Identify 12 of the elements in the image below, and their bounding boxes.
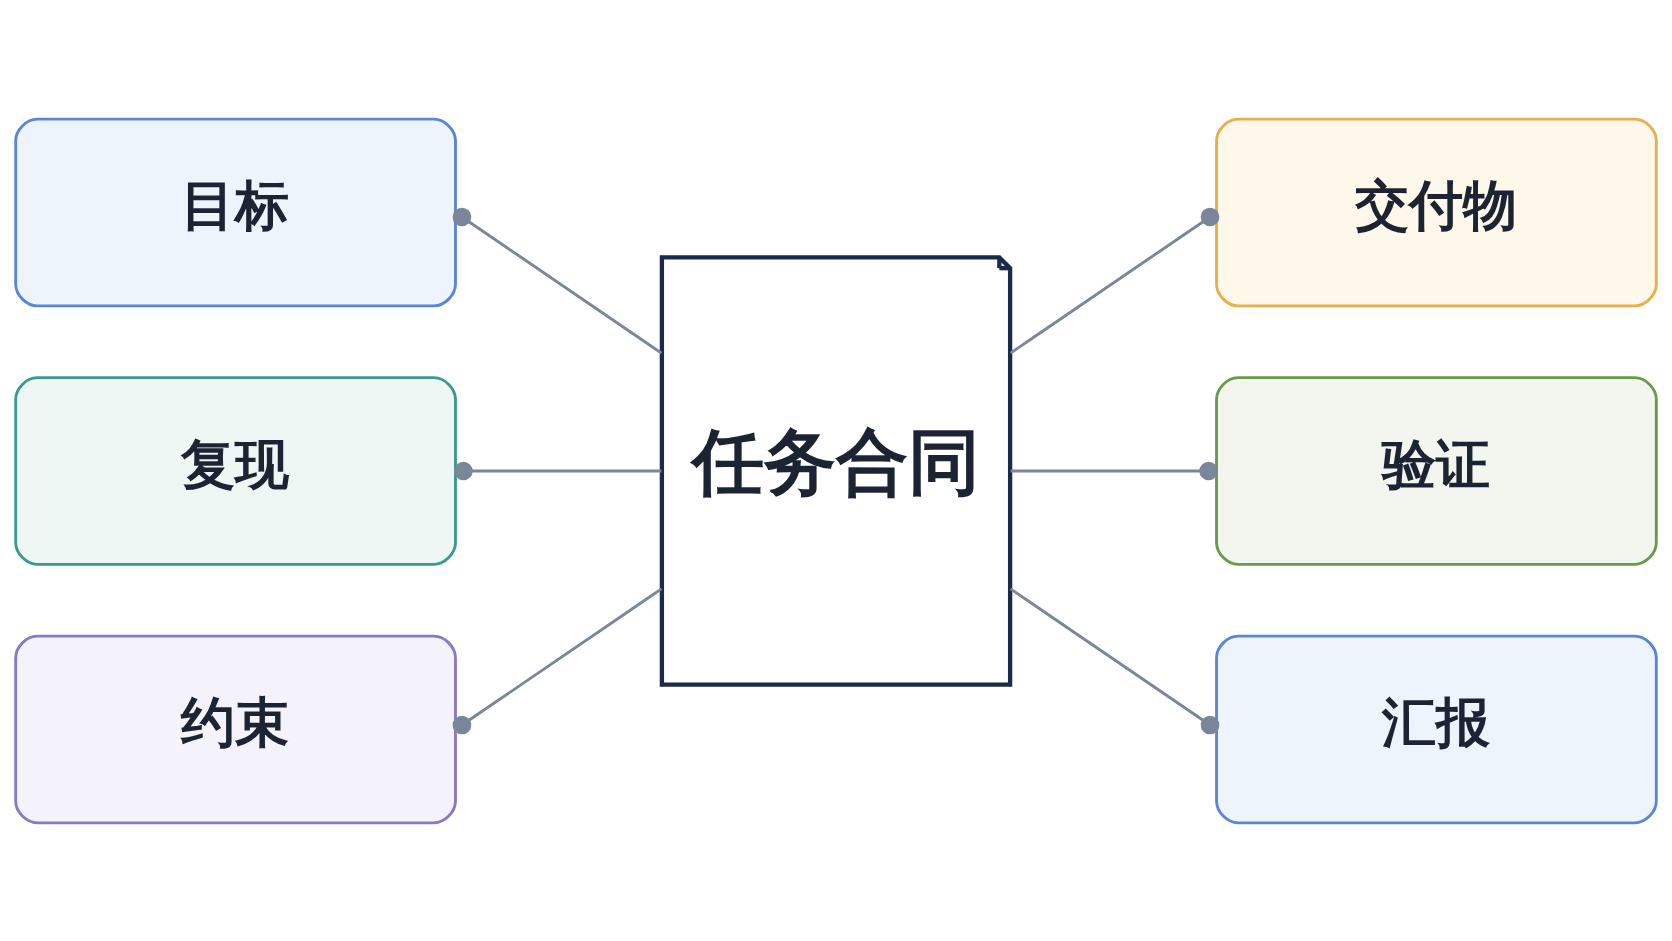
node-box: 目标 [14, 117, 457, 307]
connector [1010, 461, 1218, 480]
connector [1009, 207, 1220, 354]
node-box: 验证 [1215, 375, 1658, 566]
connector [452, 207, 663, 354]
node-box: 复现 [14, 375, 457, 566]
node-box: 汇报 [1215, 634, 1658, 824]
connector [452, 587, 663, 734]
connector [454, 461, 662, 480]
node-box: 约束 [14, 634, 457, 824]
node-box: 交付物 [1215, 117, 1658, 307]
connector [1009, 587, 1220, 734]
